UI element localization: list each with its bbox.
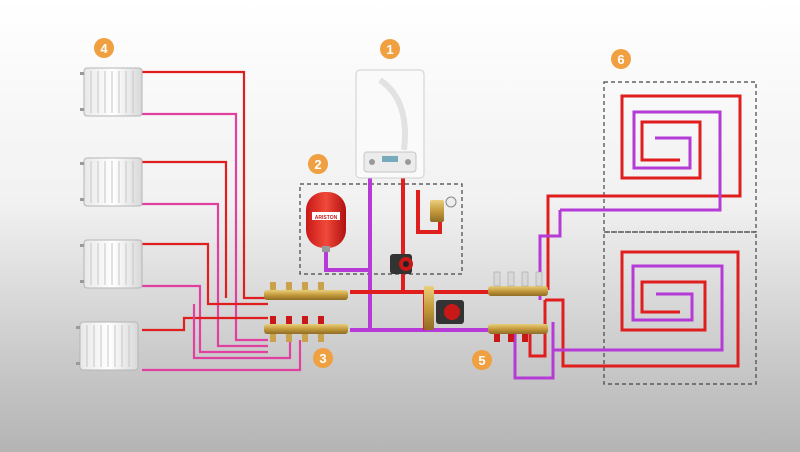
- floor-manifold: [424, 271, 548, 342]
- floor-pipes: [513, 210, 562, 380]
- radiator-icon: [79, 157, 143, 207]
- badge-boiler: 1: [380, 39, 400, 59]
- badge-radiator-manifold: 3: [313, 348, 333, 368]
- underfloor-loops: [545, 81, 757, 385]
- badge-label: 5: [478, 353, 485, 368]
- badge-underfloor-loops: 6: [611, 49, 631, 69]
- badge-floor-manifold: 5: [472, 350, 492, 370]
- radiator-icon: [79, 239, 143, 289]
- badge-radiators: 4: [94, 38, 114, 58]
- boiler-pipes: [324, 176, 495, 332]
- tank-brand-label: ARISTON: [315, 215, 338, 221]
- radiator-manifold: [264, 282, 348, 342]
- badge-label: 1: [386, 42, 393, 57]
- safety-group-frame: [299, 183, 463, 275]
- boiler-icon: [355, 69, 425, 179]
- radiator-pipes: [142, 70, 302, 372]
- badge-label: 4: [100, 41, 108, 56]
- badge-safety-group: 2: [308, 154, 328, 174]
- badge-label: 3: [319, 351, 326, 366]
- expansion-tank-icon: ARISTON: [306, 192, 346, 252]
- pump-icon: [390, 254, 413, 274]
- radiator-icon: [75, 321, 139, 371]
- safety-valve-icon: [430, 196, 457, 222]
- badge-label: 6: [617, 52, 624, 67]
- radiator-icon: [79, 67, 143, 117]
- badge-label: 2: [314, 157, 321, 172]
